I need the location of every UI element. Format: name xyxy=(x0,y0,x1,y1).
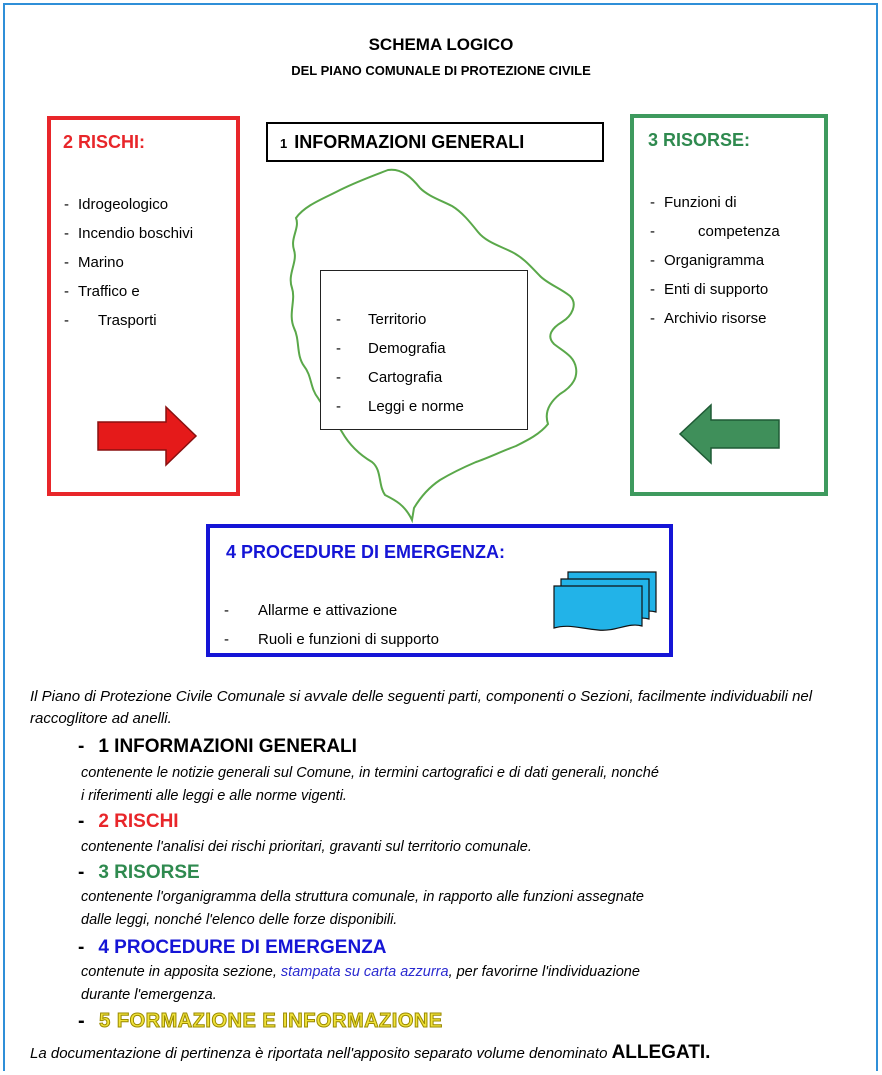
risorse-title: 3 RISORSE: xyxy=(648,130,751,150)
info-box: 1 INFORMAZIONI GENERALI xyxy=(266,122,604,162)
list-item: Traffico e xyxy=(64,277,193,306)
description-line: contenente l'organigramma della struttur… xyxy=(81,889,644,905)
section-1-title: 1 INFORMAZIONI GENERALI xyxy=(98,736,357,757)
section-3-description: contenente l'organigramma della struttur… xyxy=(81,886,841,932)
page-frame xyxy=(3,3,878,1071)
section-5-title: 5 FORMAZIONE E INFORMAZIONE xyxy=(99,1010,443,1033)
list-item: Organigramma xyxy=(650,246,780,275)
info-number: 1 xyxy=(280,136,288,151)
description-line: durante l'emergenza. xyxy=(81,987,217,1003)
page-title: SCHEMA LOGICO xyxy=(368,35,514,54)
description-line: contenute in apposita sezione, stampata … xyxy=(81,961,841,984)
list-item: Demografia xyxy=(336,334,464,363)
section-2-title: 2 RISCHI xyxy=(98,811,179,832)
list-item: Trasporti xyxy=(64,306,193,335)
section-4-heading: -4 PROCEDURE DI EMERGENZA xyxy=(78,937,387,959)
section-3-title: 3 RISORSE xyxy=(98,862,200,883)
info-list: Territorio Demografia Cartografia Leggi … xyxy=(336,305,464,421)
risorse-box: 3 RISORSE: Funzioni di competenza Organi… xyxy=(630,114,828,496)
list-item: Leggi e norme xyxy=(336,392,464,421)
section-4-title: 4 PROCEDURE DI EMERGENZA xyxy=(98,937,387,958)
description-text: , per favorirne l'individuazione xyxy=(448,964,640,980)
arrow-left-icon xyxy=(678,403,780,465)
section-2-heading: -2 RISCHI xyxy=(78,811,179,833)
rischi-title: 2 RISCHI: xyxy=(63,132,146,152)
allegati-label: ALLEGATI. xyxy=(611,1042,711,1063)
list-item: Cartografia xyxy=(336,363,464,392)
rischi-box: 2 RISCHI: Idrogeologico Incendio boschiv… xyxy=(47,116,240,496)
list-item: Allarme e attivazione xyxy=(224,596,439,625)
section-5-heading: -5 FORMAZIONE E INFORMAZIONE xyxy=(78,1010,443,1033)
list-item: Marino xyxy=(64,248,193,277)
list-item-continuation: competenza xyxy=(698,223,780,240)
list-item: Funzioni di xyxy=(650,188,780,217)
description-line: dalle leggi, nonché l'elenco delle forze… xyxy=(81,912,398,928)
section-1-description: contenente le notizie generali sul Comun… xyxy=(81,762,841,808)
description-text: contenute in apposita sezione, xyxy=(81,964,281,980)
section-2-description: contenente l'analisi dei rischi priorita… xyxy=(81,836,841,859)
procedure-list: Allarme e attivazione Ruoli e funzioni d… xyxy=(224,596,439,654)
list-item: Territorio xyxy=(336,305,464,334)
list-item-continuation: Trasporti xyxy=(98,312,157,329)
highlighted-text: stampata su carta azzurra xyxy=(280,964,449,980)
arrow-right-icon xyxy=(97,405,198,467)
description-line: contenente le notizie generali sul Comun… xyxy=(81,765,659,781)
bullet-dash: - xyxy=(78,1010,86,1032)
procedure-title: 4 PROCEDURE DI EMERGENZA: xyxy=(226,542,506,562)
intro-paragraph: Il Piano di Protezione Civile Comunale s… xyxy=(30,688,813,727)
list-item: Incendio boschivi xyxy=(64,219,193,248)
bullet-dash: - xyxy=(78,811,85,832)
list-item: Idrogeologico xyxy=(64,190,193,219)
footer-text: La documentazione di pertinenza è riport… xyxy=(30,1045,612,1062)
territory-outline xyxy=(289,168,578,524)
list-item: Ruoli e funzioni di supporto xyxy=(224,625,439,654)
info-title-text: INFORMAZIONI GENERALI xyxy=(294,132,525,152)
info-title: 1 INFORMAZIONI GENERALI xyxy=(280,132,524,153)
footer-paragraph: La documentazione di pertinenza è riport… xyxy=(30,1042,860,1065)
info-list-box: Territorio Demografia Cartografia Leggi … xyxy=(320,270,528,430)
list-item: Archivio risorse xyxy=(650,304,780,333)
section-4-description: contenute in apposita sezione, stampata … xyxy=(81,961,841,1007)
risorse-list: Funzioni di competenza Organigramma Enti… xyxy=(650,188,780,333)
procedure-box: 4 PROCEDURE DI EMERGENZA: Allarme e atti… xyxy=(206,524,673,657)
bullet-dash: - xyxy=(78,937,85,958)
list-item: competenza xyxy=(650,217,780,246)
bullet-dash: - xyxy=(78,862,85,883)
description-line: i riferimenti alle leggi e alle norme vi… xyxy=(81,788,347,804)
documents-stack-icon xyxy=(553,571,657,631)
section-3-heading: -3 RISORSE xyxy=(78,862,200,884)
rischi-list: Idrogeologico Incendio boschivi Marino T… xyxy=(64,190,193,335)
list-item: Enti di supporto xyxy=(650,275,780,304)
description-line: contenente l'analisi dei rischi priorita… xyxy=(81,839,532,855)
page-subtitle: DEL PIANO COMUNALE DI PROTEZIONE CIVILE xyxy=(291,63,591,78)
bullet-dash: - xyxy=(78,736,85,757)
section-1-heading: -1 INFORMAZIONI GENERALI xyxy=(78,736,357,758)
